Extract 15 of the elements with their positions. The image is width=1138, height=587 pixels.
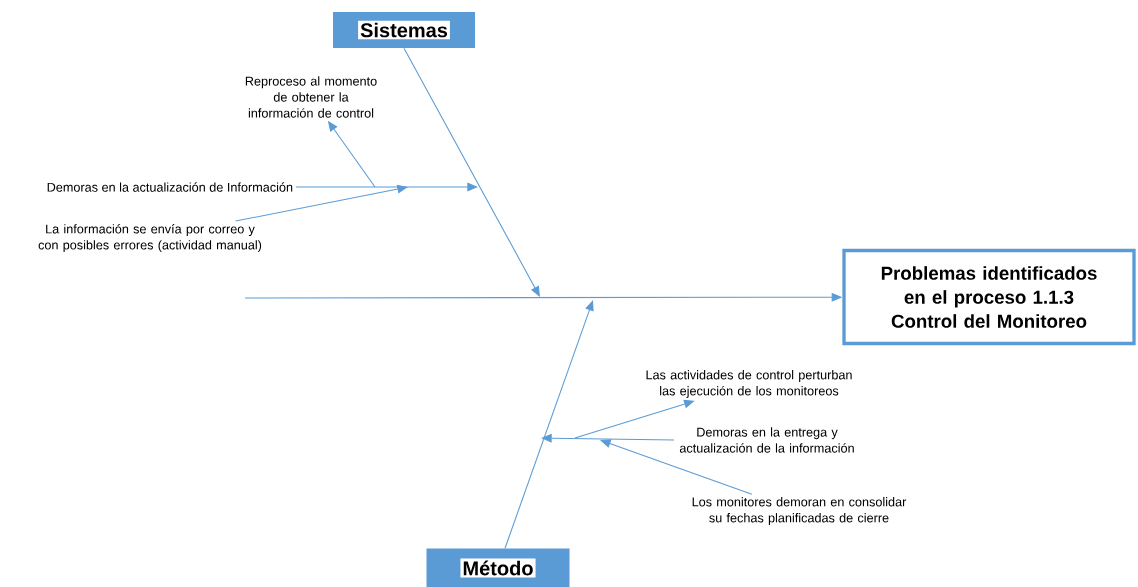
cause-text: Reproceso al momento de obtener la información de control xyxy=(245,76,377,118)
arrow xyxy=(295,182,478,192)
category-box: Método xyxy=(426,548,570,587)
problem-box: Problemas identificados en el proceso 1.1.3 Control del Monitoreo xyxy=(842,248,1136,346)
arrow xyxy=(235,184,408,222)
arrow xyxy=(541,433,675,443)
category-box: Sistemas xyxy=(333,12,475,48)
cause-text: Los monitores demoran en consolidar su fechas planificadas de cierre xyxy=(692,497,907,525)
arrow xyxy=(504,300,594,549)
arrow xyxy=(403,47,540,297)
cause-text: Demoras en la entrega y actualización de la información xyxy=(679,427,854,453)
arrow xyxy=(600,439,753,495)
cause-text: Demoras en la actualización de Información xyxy=(47,182,293,192)
cause-text: Las actividades de control perturban las ejecución de los monitoreos xyxy=(646,370,852,398)
cause-text: La información se envía por correo y con posibles errores (actividad manual) xyxy=(38,224,262,252)
